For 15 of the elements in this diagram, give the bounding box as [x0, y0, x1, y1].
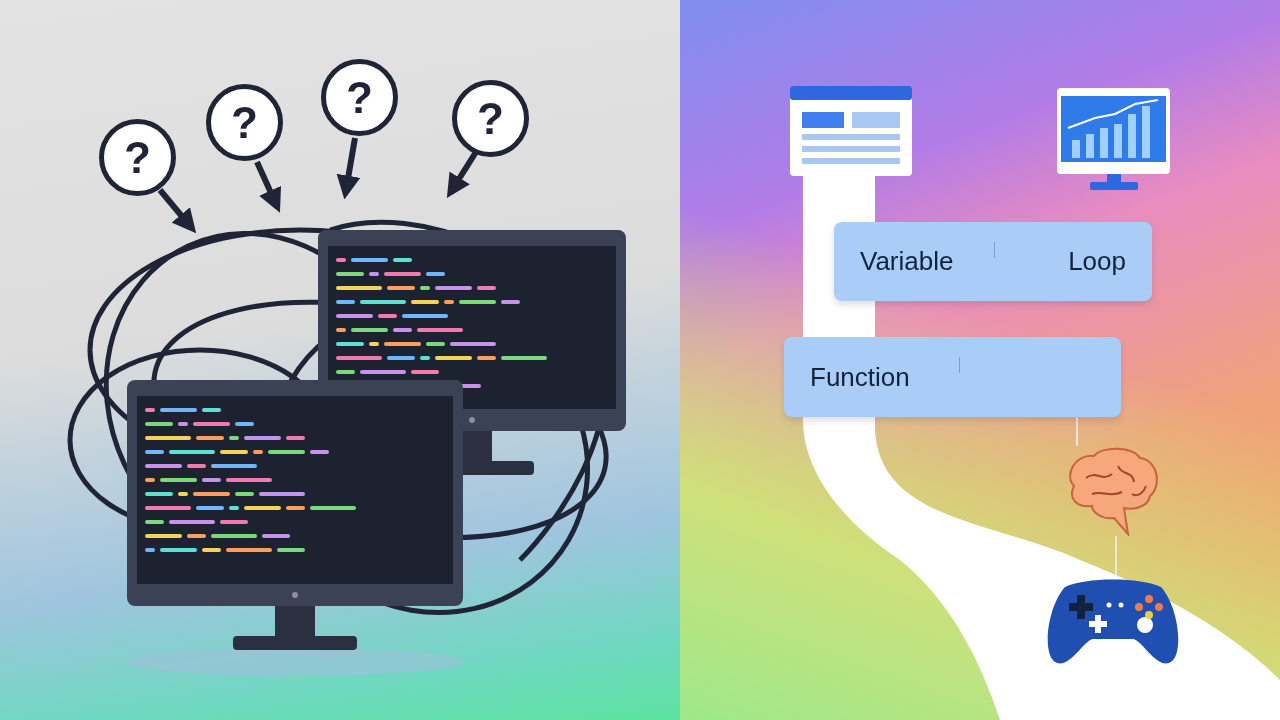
arrow: [254, 160, 281, 213]
gamepad-icon: [1045, 577, 1181, 665]
question-mark-text: ?: [124, 135, 151, 180]
concept-card: [784, 337, 1121, 417]
question-mark-text: ?: [477, 96, 504, 141]
concept-label: Function: [810, 361, 910, 393]
question-mark-text: ?: [231, 100, 258, 145]
concept-card: [834, 222, 1152, 301]
arrow: [157, 188, 197, 234]
connector-line: [1076, 416, 1078, 447]
concept-label: Variable: [860, 246, 954, 277]
concept-label: Loop: [1068, 246, 1126, 277]
connector-line: [1115, 535, 1117, 578]
question-mark-text: ?: [346, 75, 373, 120]
arrow: [336, 137, 361, 200]
